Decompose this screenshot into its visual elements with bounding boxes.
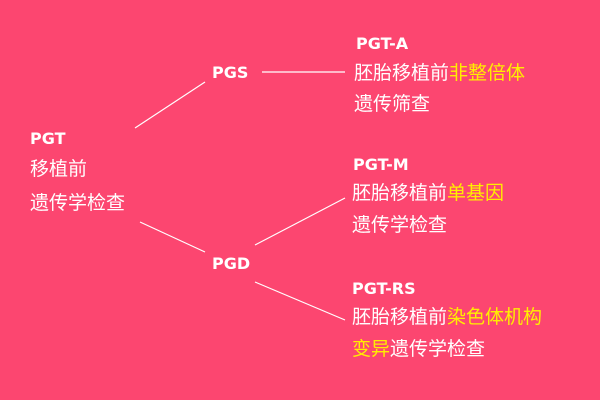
pgt-m-line1-plain: 胚胎移植前: [352, 182, 448, 204]
root-line2: 遗传学检查: [30, 192, 126, 214]
line-pgd-pgtm: [254, 197, 346, 246]
pgt-m-line1: 胚胎移植前单基因: [352, 184, 504, 203]
pgs-node: PGS: [212, 63, 249, 82]
pgt-rs-line1-highlight: 染色体机构: [447, 306, 543, 328]
pgt-m-line1-highlight: 单基因: [447, 182, 505, 204]
pgt-rs-code: PGT-RS: [352, 279, 416, 298]
line-pgt-pgs: [134, 81, 206, 129]
pgt-rs-line2: 变异遗传学检查: [352, 340, 485, 359]
line-pgd-pgtrs: [254, 281, 346, 321]
pgt-a-line1: 胚胎移植前非整倍体: [354, 64, 525, 83]
pgt-a-line1-plain: 胚胎移植前: [354, 62, 450, 84]
pgd-node: PGD: [212, 254, 251, 273]
line-pgt-pgd: [139, 221, 206, 253]
pgt-rs-line2-highlight: 变异: [352, 338, 391, 360]
pgt-m-code: PGT-M: [353, 155, 409, 174]
pgt-rs-line1: 胚胎移植前染色体机构: [352, 308, 542, 327]
root-line1: 移植前: [30, 158, 88, 180]
pgt-a-line1-highlight: 非整倍体: [449, 62, 526, 84]
pgt-rs-line1-plain: 胚胎移植前: [352, 306, 448, 328]
root-code: PGT: [30, 129, 66, 148]
pgt-rs-line2-plain: 遗传学检查: [390, 338, 486, 360]
pgt-a-code: PGT-A: [356, 34, 409, 53]
pgt-a-line2: 遗传筛查: [354, 93, 431, 115]
pgt-m-line2: 遗传学检查: [352, 214, 448, 236]
